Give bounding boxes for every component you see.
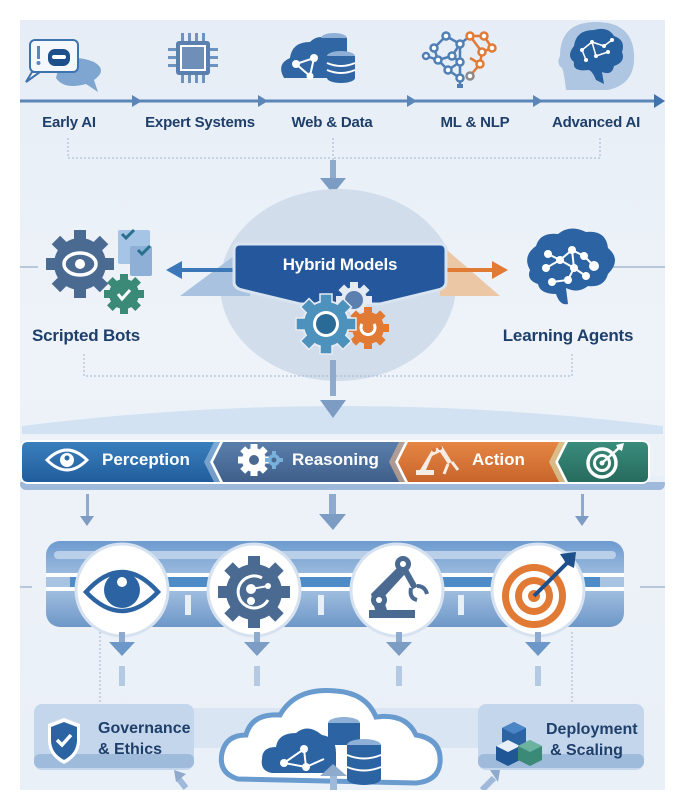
shield-check-icon	[48, 718, 80, 764]
cloud-database-icon	[218, 688, 443, 786]
scripted-bots-label: Scripted Bots	[32, 326, 140, 345]
deployment-line2: & Scaling	[550, 742, 623, 759]
hybrid-models-label: Hybrid Models	[282, 255, 398, 274]
timeline-label-expert-systems: Expert Systems	[145, 114, 255, 131]
timeline-label-early-ai: Early AI	[42, 114, 96, 131]
neural-network-icon	[421, 31, 497, 88]
capability-robot-arm-icon	[349, 542, 445, 638]
learning-agents-label: Learning Agents	[502, 326, 634, 345]
connector-lines-top	[67, 138, 601, 194]
bottom-feedback-arrows	[174, 764, 500, 790]
gears-icon	[295, 282, 389, 355]
pipeline-step-perception: Perception	[102, 450, 190, 469]
connector-arrows-capabilities	[99, 632, 573, 702]
pipeline-step-reasoning: Reasoning	[292, 450, 379, 469]
gear-icon	[238, 444, 283, 476]
cpu-chip-icon	[168, 33, 218, 83]
capability-eye-icon	[74, 542, 170, 638]
governance-line1: Governance	[98, 720, 191, 737]
brain-network-icon	[527, 228, 615, 305]
chat-bubble-icon	[25, 39, 101, 92]
target-icon	[586, 443, 624, 479]
deployment-scaling-label: Deployment & Scaling	[546, 719, 638, 761]
timeline-label-ml-nlp: ML & NLP	[440, 114, 510, 131]
eye-icon	[44, 448, 90, 472]
cloud-database-icon	[281, 33, 356, 83]
timeline-label-web-data: Web & Data	[291, 114, 373, 131]
gears-checklist-icon	[46, 228, 152, 314]
capability-bar	[20, 541, 665, 627]
deployment-line1: Deployment	[546, 721, 638, 738]
connector-arrows-pipeline	[80, 494, 589, 530]
governance-ethics-label: Governance & Ethics	[98, 718, 190, 760]
capability-target-arrow-icon	[490, 542, 586, 638]
governance-line2: & Ethics	[98, 741, 163, 758]
pipeline-step-action: Action	[472, 450, 525, 469]
robot-arm-icon	[416, 446, 460, 475]
connector-lines-middle	[83, 354, 573, 396]
diagram-panel: Early AI Expert Systems Web & Data ML & …	[20, 20, 665, 790]
cubes-icon	[496, 722, 542, 766]
brain-head-icon	[558, 22, 635, 90]
timeline-label-advanced-ai: Advanced AI	[551, 114, 641, 131]
timeline-arrow-line	[20, 94, 665, 108]
capability-gear-network-icon	[206, 542, 302, 638]
